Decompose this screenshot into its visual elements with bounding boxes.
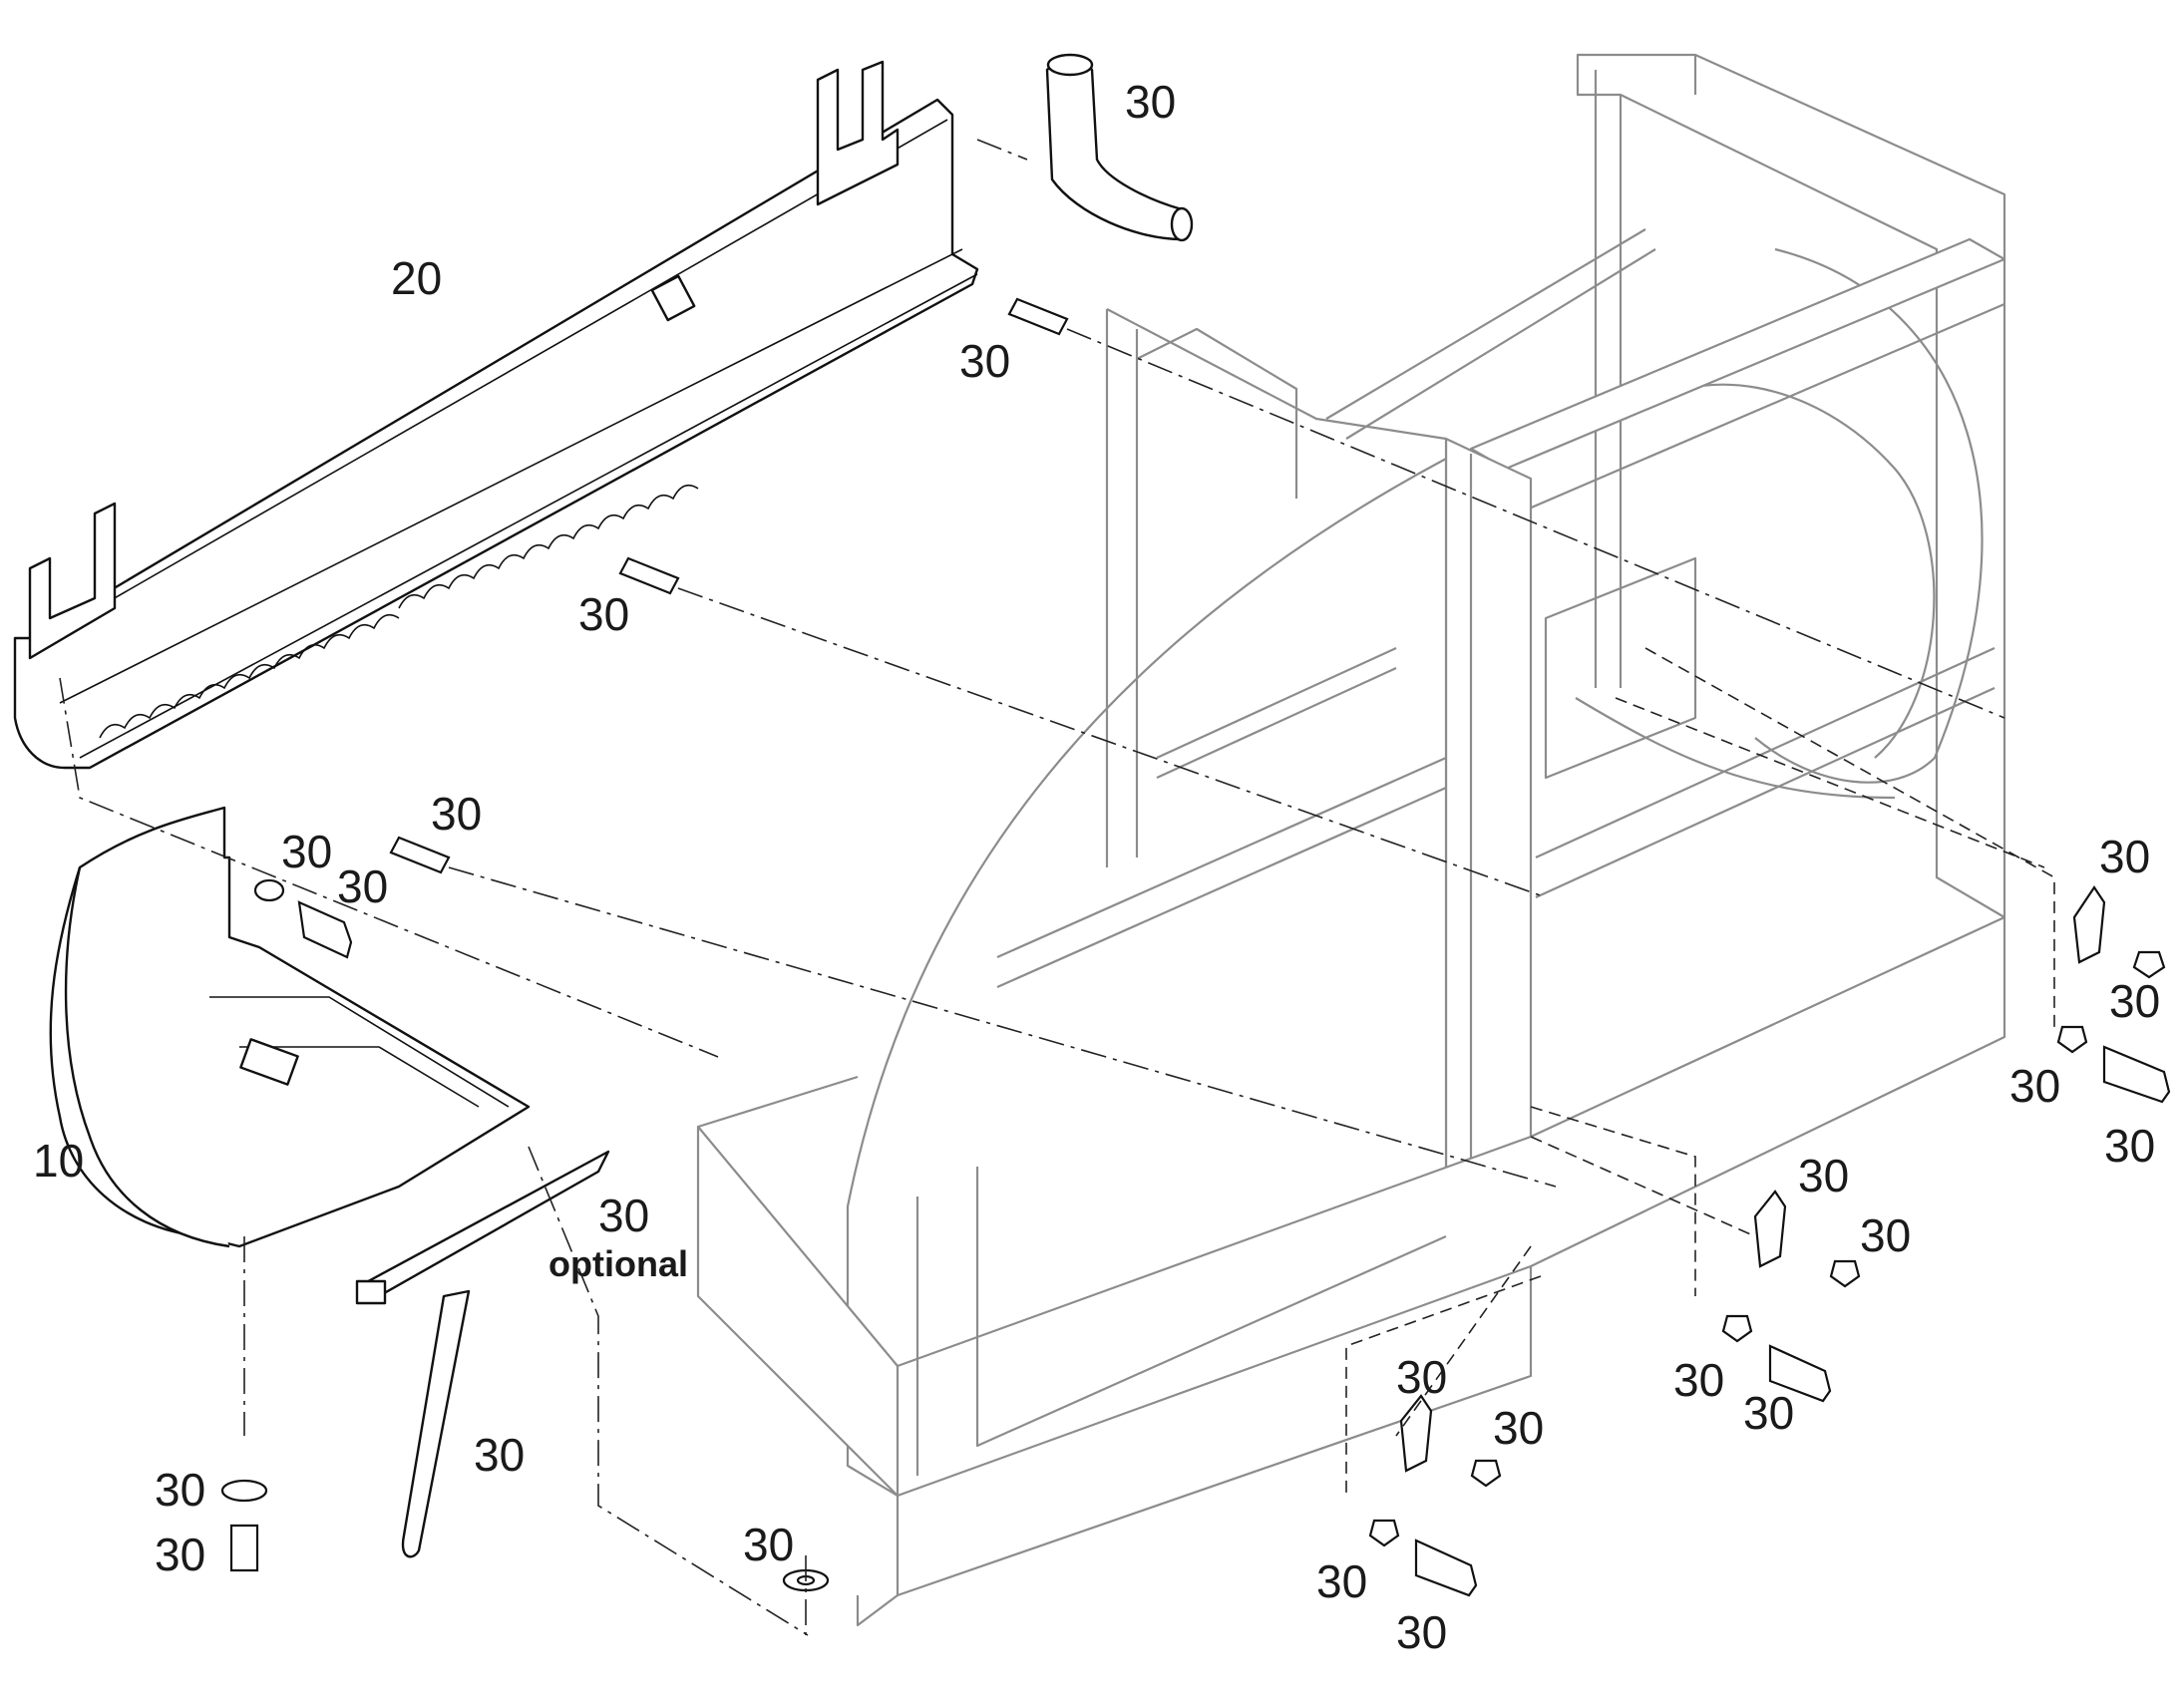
left-hardware xyxy=(220,878,353,1572)
callout-30-washer-bottom: 30 xyxy=(743,1519,794,1570)
callout-10: 10 xyxy=(33,1135,84,1187)
side-panel-part-20 xyxy=(13,60,979,770)
callout-30-nut-right-lower: 30 xyxy=(2009,1060,2060,1112)
callout-30-nut-middle: 30 xyxy=(1860,1209,1911,1261)
callout-30-nut-lower: 30 xyxy=(1493,1402,1544,1454)
callout-labels: 20 10 30 30 30 30 30 30 30 optional 30 3… xyxy=(33,76,2160,1658)
chassis-frame xyxy=(696,53,2006,1627)
bracket-set-middle xyxy=(1721,1190,1861,1403)
callout-30-bolt-left: 30 xyxy=(337,860,388,912)
callout-30-nut-lower-2: 30 xyxy=(1316,1555,1367,1607)
callout-30-bracket-right: 30 xyxy=(2099,831,2150,882)
callout-optional: optional xyxy=(548,1243,688,1284)
callout-30-stud-middle: 30 xyxy=(578,588,629,640)
callout-30-nut-middle-lower: 30 xyxy=(1673,1354,1724,1406)
callout-30-bolt-lower: 30 xyxy=(1396,1606,1447,1658)
pipe-upper xyxy=(1045,53,1194,242)
callout-30-bolt-middle: 30 xyxy=(1743,1387,1794,1439)
corner-cover-part-10 xyxy=(49,806,531,1248)
callout-30-trim: 30 xyxy=(598,1190,649,1241)
callout-30-washer-left: 30 xyxy=(281,826,332,877)
callout-30-pipe-upper: 30 xyxy=(1125,76,1176,128)
callout-30-washer-bottom-left: 30 xyxy=(155,1464,205,1516)
callout-30-stud-lower: 30 xyxy=(431,788,482,840)
callout-30-bolt-bottom-left: 30 xyxy=(155,1529,205,1580)
stud-bolts xyxy=(389,297,1069,874)
callout-30-stud-upper: 30 xyxy=(959,335,1010,387)
bracket-set-right xyxy=(2056,885,2171,1104)
bracket-set-lower xyxy=(1368,1394,1502,1597)
pipe-lower xyxy=(355,1150,610,1558)
callout-20: 20 xyxy=(391,252,442,304)
leader-lines xyxy=(59,139,2055,1636)
callout-30-bracket-middle: 30 xyxy=(1798,1150,1849,1201)
callout-30-bolt-right: 30 xyxy=(2104,1120,2155,1172)
callout-30-nut-right: 30 xyxy=(2109,975,2160,1027)
callout-30-pipe-lower: 30 xyxy=(474,1429,525,1481)
callout-30-bracket-lower: 30 xyxy=(1396,1351,1447,1403)
